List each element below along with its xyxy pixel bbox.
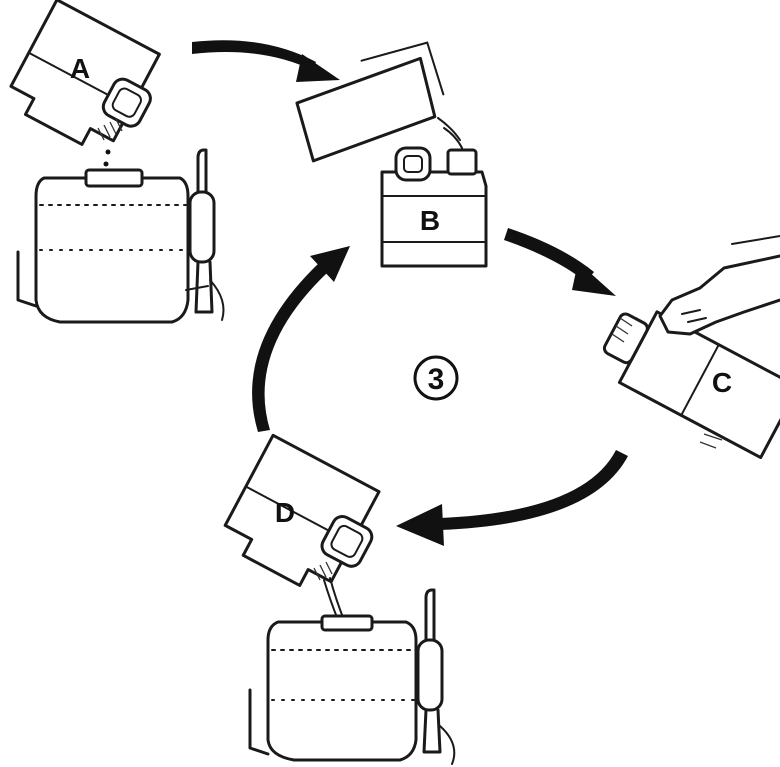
hand: [658, 254, 780, 336]
step-number-badge: 3: [413, 355, 459, 401]
sprayer-tank-top: [16, 148, 225, 324]
label-c: C: [712, 367, 732, 398]
container-c-hatch: [611, 317, 723, 449]
arrow-c-to-d: [396, 450, 628, 546]
step-number: 3: [428, 363, 445, 396]
label-d: D: [275, 497, 295, 528]
step-c-container: C: [602, 235, 780, 460]
label-b: B: [420, 205, 440, 236]
step-b-containers: B: [295, 41, 488, 268]
container-a-spout-hatch: [97, 118, 123, 141]
drip-drops: [103, 149, 111, 167]
step-d-container: D: [223, 433, 381, 621]
arrow-d-to-b: [252, 246, 350, 432]
arrow-a-to-b: [192, 40, 340, 82]
sprayer-tank-bottom: [248, 588, 456, 765]
arrow-b-to-c: [504, 228, 616, 296]
step-a-container: A: [9, 0, 161, 146]
container-d-spout-hatch: [313, 561, 333, 581]
label-a: A: [70, 53, 90, 84]
